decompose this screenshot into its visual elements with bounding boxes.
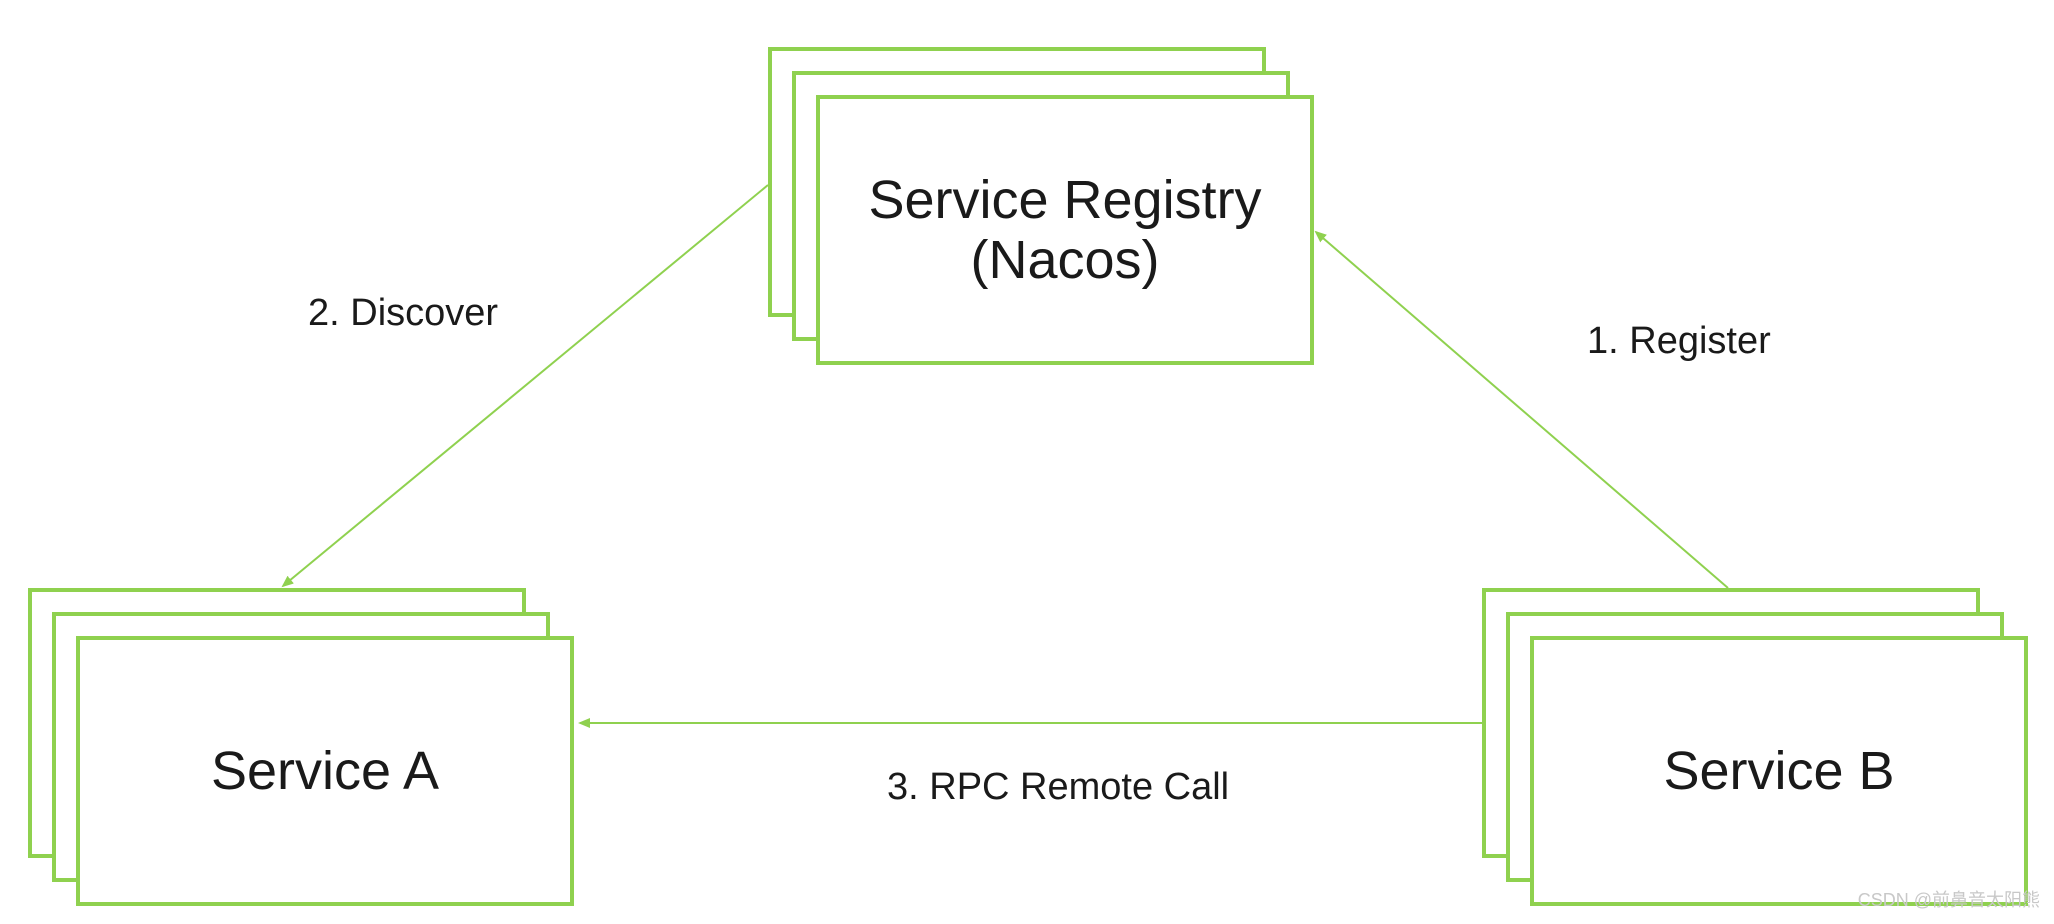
service-a-node — [76, 636, 574, 906]
service-b-node-label: Service B — [1663, 741, 1895, 801]
registry-node — [816, 95, 1314, 365]
watermark: CSDN @前鼻音太阳熊 — [1857, 890, 2040, 910]
register-edge — [1314, 230, 1729, 589]
rpc-call-edge-label: 3. RPC Remote Call — [887, 766, 1230, 808]
register-edge-label: 1. Register — [1587, 320, 1771, 362]
discover-edge — [281, 184, 769, 588]
service-b-node — [1530, 636, 2028, 906]
registry-node-label: Service Registry (Nacos) — [868, 170, 1262, 290]
discover-edge-label: 2. Discover — [308, 292, 499, 334]
service-a-node-label: Service A — [210, 741, 440, 801]
